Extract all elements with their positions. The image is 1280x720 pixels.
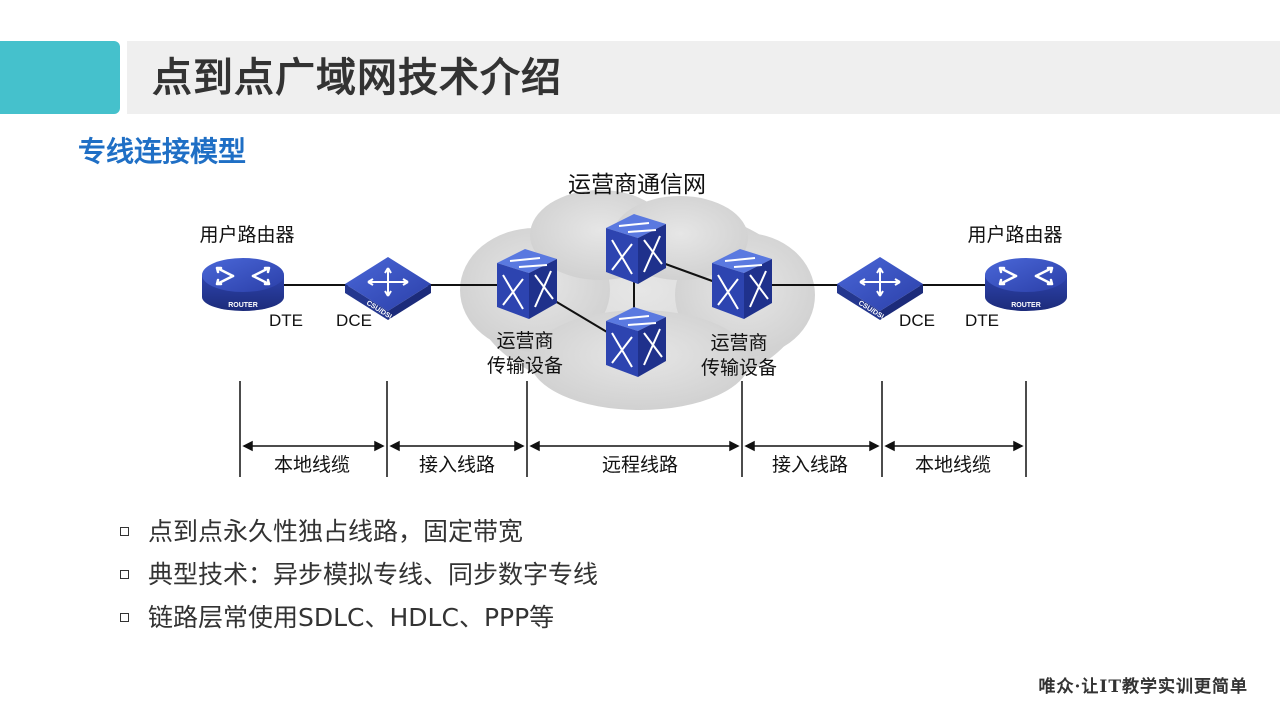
right-carrier-label-line2: 传输设备 [701,357,777,379]
list-item: 链路层常使用SDLC、HDLC、PPP等 [120,596,920,639]
segment-label-remote-line: 远程线路 [602,454,678,476]
carrier-switch-icon [497,249,557,319]
left-router-device-text: ROUTER [228,302,258,309]
footer-slogan: 唯众·让IT教学实训更简单 [1038,677,1248,697]
segment-label-local-cable-left: 本地线缆 [274,454,350,476]
segment-label-access-right: 接入线路 [772,454,848,476]
segment-label-local-cable-right: 本地线缆 [915,454,991,476]
carrier-switch-icon [606,307,666,377]
segment-label-access-left: 接入线路 [419,454,495,476]
segment-boundaries [239,381,1027,477]
page-title: 点到点广域网技术介绍 [152,55,562,101]
left-router-icon: ROUTER [202,258,284,311]
segment-arrows [242,440,1024,452]
left-router-label: 用户路由器 [199,224,294,246]
title-bar [127,41,1280,114]
carrier-switch-icon [606,214,666,284]
left-dce-label: DCE [336,311,372,330]
right-carrier-label-line1: 运营商 [710,332,767,354]
right-router-label: 用户路由器 [967,224,1062,246]
right-dce-label: DCE [899,311,935,330]
bullet-list: 点到点永久性独占线路，固定带宽 典型技术：异步模拟专线、同步数字专线 链路层常使… [120,510,920,639]
left-carrier-label-line2: 传输设备 [487,355,563,377]
title-accent-tab [0,41,120,114]
cloud-label: 运营商通信网 [568,172,706,198]
square-bullet-icon [120,527,129,536]
list-item: 点到点永久性独占线路，固定带宽 [120,510,920,553]
list-item: 典型技术：异步模拟专线、同步数字专线 [120,553,920,596]
right-router-device-text: ROUTER [1011,302,1041,309]
left-csu-dsu-icon: CSU/DSU [345,257,431,322]
left-dte-label: DTE [269,311,303,330]
carrier-switch-icon [712,249,772,319]
square-bullet-icon [120,613,129,622]
section-subtitle: 专线连接模型 [78,135,247,168]
square-bullet-icon [120,570,129,579]
right-dte-label: DTE [965,311,999,330]
right-router-icon: ROUTER [985,258,1067,311]
left-carrier-label-line1: 运营商 [496,330,553,352]
